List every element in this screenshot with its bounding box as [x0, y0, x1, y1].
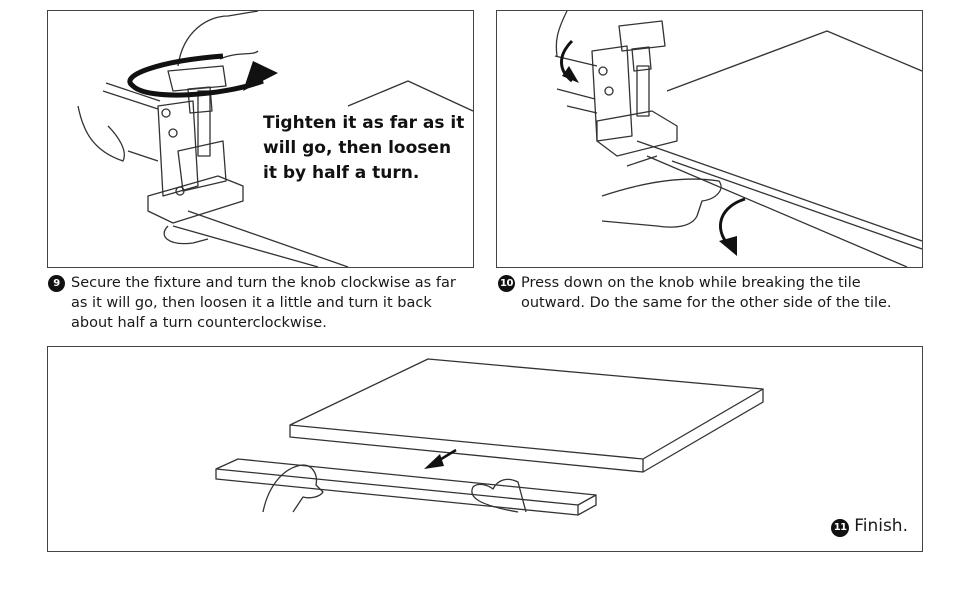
step-9-illustration-panel: Tighten it as far as it will go, then lo…: [47, 10, 474, 268]
callout-line: Tighten it as far as it: [263, 113, 465, 133]
finished-tile-drawing: [215, 358, 764, 516]
callout-line: will go, then loosen: [263, 138, 452, 158]
step-number-badge: 11: [831, 519, 850, 537]
step-number-badge: 10: [498, 275, 515, 292]
step-9-callout: Tighten it as far as it will go, then lo…: [263, 111, 464, 186]
curved-arrow-icon: [560, 39, 746, 256]
step-number-badge: 9: [48, 275, 65, 292]
step-9-caption: 9 Secure the fixture and turn the knob cl…: [48, 273, 478, 333]
caption-line: Press down on the knob while breaking th…: [521, 275, 861, 291]
step-10-caption: 10 Press down on the knob while breaking …: [498, 273, 928, 313]
caption-line: as it will go, then loosen it a little a…: [71, 295, 432, 311]
tile-cutter-tighten-drawing: [77, 11, 473, 267]
step-10-illustration-panel: [496, 10, 923, 268]
caption-line: Secure the fixture and turn the knob clo…: [71, 275, 456, 291]
callout-line: it by half a turn.: [263, 163, 420, 183]
tile-breaking-drawing: [554, 11, 922, 267]
caption-line: outward. Do the same for the other side …: [521, 295, 892, 311]
arrow-down-left-icon: [424, 448, 457, 469]
caption-line: about half a turn counterclockwise.: [71, 315, 327, 331]
caption-line: Finish.: [854, 516, 908, 536]
circular-arrow-icon: [127, 53, 278, 98]
